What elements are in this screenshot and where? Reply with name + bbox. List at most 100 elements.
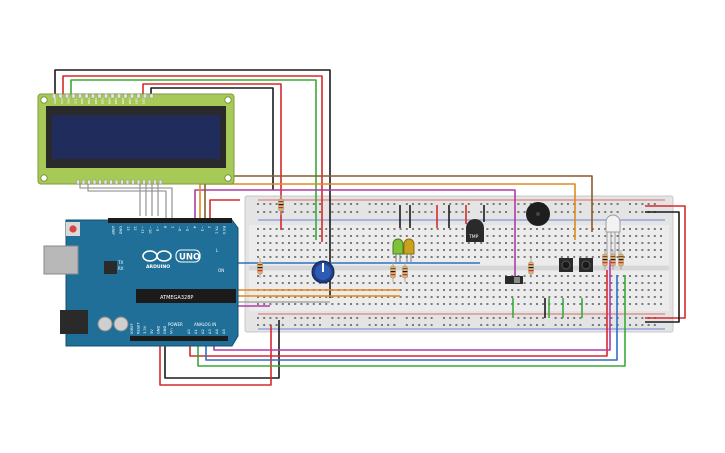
hole [368,275,371,277]
hole [567,289,569,291]
lcd-pin [81,179,86,185]
slide-switch[interactable] [505,276,523,284]
hole [319,296,321,298]
digital-pin-label: ~10 [148,226,152,234]
hole [511,249,514,251]
hole [622,282,625,284]
hole [449,289,452,291]
lcd-pin-label: DB6 [121,98,125,104]
push-button-1[interactable] [559,258,573,272]
digital-header [108,218,232,223]
hole [616,211,619,213]
hole [492,235,495,237]
hole [567,324,569,326]
hole [616,256,619,258]
hole [505,228,507,230]
hole [629,282,631,284]
hole [424,296,427,298]
hole [505,317,507,319]
hole [529,228,532,230]
hole [275,242,278,244]
hole [399,296,402,298]
hole [567,303,569,305]
hole [312,324,315,326]
hole [585,242,588,244]
hole [319,235,321,237]
arduino-logo: ARDUINO UNO [142,249,201,270]
hole [455,211,458,213]
hole [511,289,514,291]
hole [505,303,507,305]
hole [567,296,569,298]
hole [312,249,315,251]
hole [498,242,501,244]
hole [629,303,631,305]
hole [486,324,489,326]
hole [281,228,284,230]
hole [511,228,514,230]
hole [486,275,489,277]
hole [306,235,309,237]
hole [319,324,321,326]
hole [474,282,476,284]
hole [591,289,594,291]
hole [424,303,427,305]
hole [424,235,427,237]
hole [573,242,576,244]
hole [604,317,607,319]
hole [653,249,656,251]
hole [629,203,631,205]
hole [536,296,538,298]
hole [436,296,439,298]
hole [653,282,656,284]
hole [449,203,452,205]
hole [381,242,383,244]
hole [585,289,588,291]
hole [306,324,309,326]
hole [337,228,340,230]
hole [616,249,619,251]
hole [641,211,644,213]
hole [436,282,439,284]
hole [343,282,346,284]
hole [629,324,631,326]
status-led-label: ON [218,268,224,273]
potentiometer[interactable] [311,260,335,284]
push-button-2[interactable] [579,258,593,272]
hole [455,275,458,277]
hole [300,317,303,319]
hole [480,289,483,291]
hole [275,303,278,305]
hole [548,235,551,237]
hole [430,249,433,251]
hole [405,211,408,213]
reset-icon [69,225,77,233]
power-pin-label: GND [156,326,160,334]
hole [579,256,582,258]
hole [598,203,600,205]
power-pin-label: IOREF [130,323,134,334]
hole [598,228,600,230]
hole [374,235,377,237]
hole [480,249,483,251]
hole [424,203,427,205]
hole [635,289,638,291]
hole [430,235,433,237]
hole [523,235,526,237]
hole [486,256,489,258]
resistor [390,262,396,282]
hole [604,203,607,205]
hole [288,235,290,237]
hole [598,282,600,284]
hole [300,228,303,230]
hole [554,324,557,326]
hole [523,228,526,230]
hole [325,303,328,305]
hole [331,296,334,298]
hole [467,242,470,244]
hole [523,282,526,284]
hole [337,242,340,244]
hole [368,228,371,230]
